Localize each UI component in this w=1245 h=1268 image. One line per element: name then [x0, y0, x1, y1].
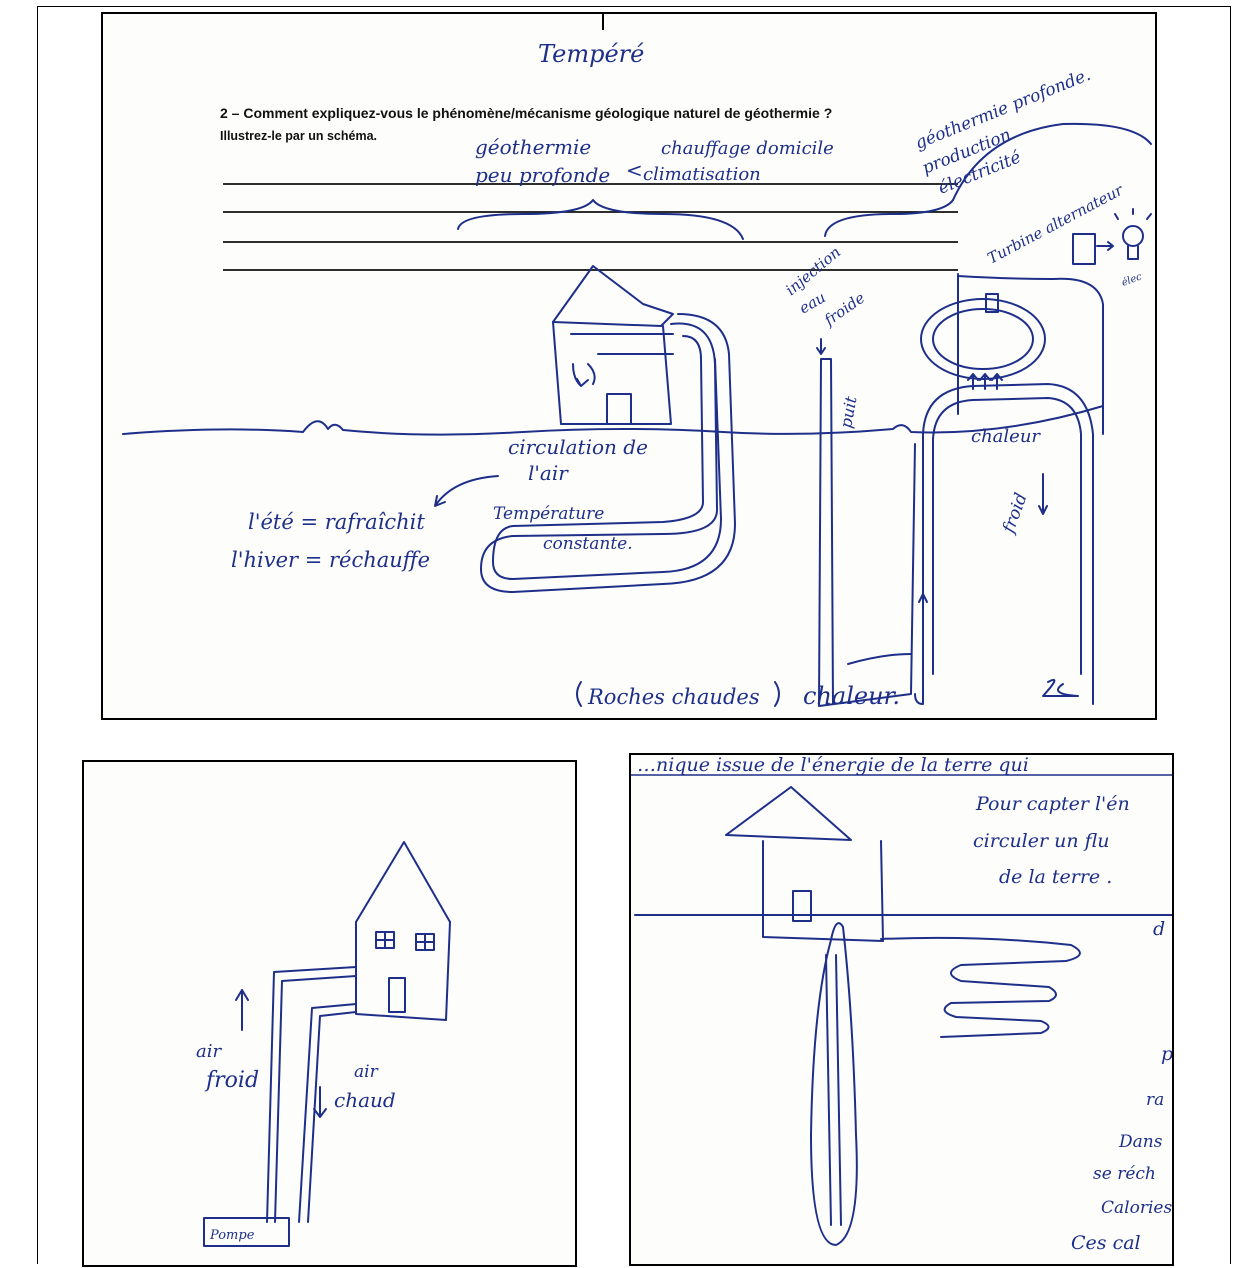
house-roof — [356, 842, 450, 922]
note-climatisation: climatisation — [643, 164, 761, 185]
vertical-probe-panel: …nique issue de l'énergie de la terre qu… — [629, 753, 1174, 1266]
note-roches-chaudes: Roches chaudes — [587, 685, 760, 709]
ground-line — [123, 406, 1103, 435]
svg-text:<: < — [626, 158, 643, 182]
note-air: l'air — [528, 461, 569, 485]
alternator-box — [1073, 234, 1095, 264]
house-roof — [553, 266, 673, 326]
text-line: Ces cal — [1071, 1232, 1141, 1254]
text-line: p — [1161, 1043, 1173, 1065]
note-ete: l'été = rafraîchit — [248, 510, 425, 534]
horizontal-loops — [881, 938, 1080, 1037]
text-line: ra — [1146, 1090, 1164, 1110]
text-line: de la terre . — [999, 866, 1112, 888]
label-air-chaud: air — [354, 1062, 379, 1082]
text-line: Calories — [1101, 1198, 1172, 1218]
vertical-probe-drawing: …nique issue de l'énergie de la terre qu… — [631, 755, 1174, 1266]
note-froide: froide — [820, 289, 868, 330]
note-injection: injection — [782, 243, 844, 299]
note-hiver: l'hiver = réchauffe — [231, 548, 430, 572]
label-chaud: chaud — [334, 1088, 396, 1112]
note-turbine: Turbine alternateur — [984, 181, 1126, 268]
air-pump-drawing: air froid air chaud Pompe — [84, 762, 577, 1267]
instruction-text: Illustrez-le par un schéma. — [220, 129, 377, 143]
geothermal-drawing: Tempéré 2 – Comment expliquez-vous le ph… — [103, 14, 1157, 720]
text-line: Dans — [1118, 1132, 1163, 1152]
label-air-froid: air — [196, 1041, 222, 1062]
note-temperature: Température — [493, 504, 604, 524]
text-line: d — [1153, 918, 1165, 940]
label-froid: froid — [204, 1068, 259, 1093]
note-geothermie: géothermie — [475, 135, 591, 159]
house-door — [389, 978, 405, 1012]
label-pompe: Pompe — [209, 1228, 255, 1243]
note-peu-profonde: peu profonde — [475, 163, 610, 187]
text-line: se réch — [1093, 1164, 1156, 1184]
note-circulation: circulation de — [508, 435, 648, 459]
text-line: Pour capter l'én — [975, 793, 1130, 815]
note-elec: élec — [1120, 271, 1144, 289]
text-top-line: …nique issue de l'énergie de la terre qu… — [637, 755, 1029, 776]
note-constante: constante. — [543, 534, 633, 554]
question-text: 2 – Comment expliquez-vous le phénomène/… — [220, 105, 832, 121]
vertical-probe — [811, 923, 857, 1245]
geothermal-diagram-panel: Tempéré 2 – Comment expliquez-vous le ph… — [101, 12, 1157, 720]
air-pump-diagram-panel: air froid air chaud Pompe — [82, 760, 577, 1267]
turbine-housing — [958, 274, 1103, 434]
house-roof — [726, 787, 851, 840]
turbine-loop — [921, 299, 1045, 379]
note-froid: froid — [998, 490, 1032, 537]
note-chauffage: chauffage domicile — [661, 138, 834, 159]
note-chaleur: chaleur — [971, 426, 1041, 447]
heading-word: Tempéré — [538, 40, 644, 68]
house-door — [793, 891, 811, 921]
light-bulb-icon — [1123, 226, 1143, 246]
note-chaleur-bottom: chaleur. — [803, 682, 900, 710]
text-line: circuler un flu — [973, 830, 1110, 852]
note-puit: puit — [836, 394, 860, 429]
